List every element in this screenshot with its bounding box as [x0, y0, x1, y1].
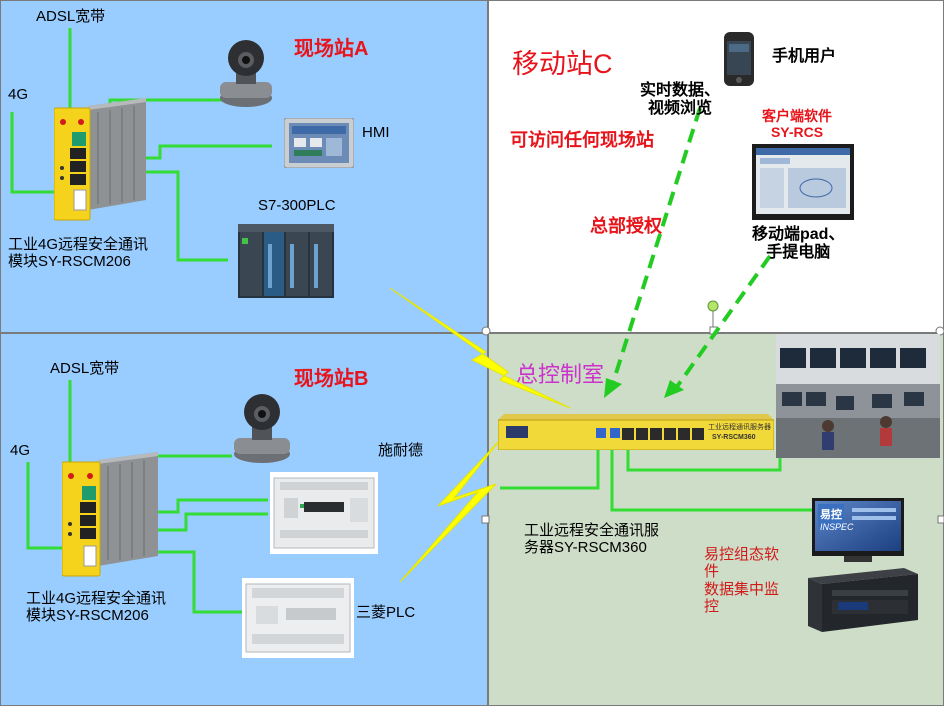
client-software-line2: SY-RCS: [770, 124, 824, 141]
station-a-title: 现场站A: [294, 38, 369, 60]
server-label-line2: 务器SY-RSCM360: [524, 539, 647, 557]
adsl-label-a: ADSL宽带: [36, 8, 106, 25]
hmi-label: HMI: [362, 124, 390, 141]
module-b-label-line2: 模块SY-RSCM206: [26, 607, 149, 625]
station-b-title: 现场站B: [294, 368, 369, 390]
module-b-label: 工业4G远程安全通讯 模块SY-RSCM206: [26, 590, 166, 625]
4g-label-a: 4G: [8, 86, 29, 103]
software-label-line1: 易控组态软: [704, 546, 780, 563]
server-model-text: SY-RSCM360: [712, 434, 756, 441]
pad-laptop-line1: 移动端pad、: [752, 226, 845, 243]
client-software-screen: [752, 144, 854, 220]
server-label-line1: 工业远程安全通讯服: [524, 522, 660, 539]
schneider-plc: [270, 472, 378, 554]
realtime-label-line1: 实时数据、: [640, 82, 721, 99]
client-software-label: 客户端软件 SY-RCS: [762, 108, 832, 140]
software-label: 易控组态软 件 数据集中监 控: [704, 546, 779, 615]
adsl-label-b: ADSL宽带: [50, 360, 120, 377]
hmi-panel: [283, 117, 355, 169]
schneider-label: 施耐德: [378, 442, 424, 459]
access-any-station-label: 可访问任何现场站: [510, 130, 654, 150]
phone-user-label: 手机用户: [772, 48, 837, 65]
smartphone-icon: [724, 32, 754, 86]
client-software-line1: 客户端软件: [762, 108, 832, 124]
inspec-logo-bottom: INSPEC: [820, 522, 854, 532]
control-room-photo: [776, 334, 940, 458]
pad-laptop-line2: 手提电脑: [766, 244, 831, 262]
mobile-station-title: 移动站C: [512, 49, 613, 79]
rack-server: [808, 568, 918, 632]
s7-300-plc: [238, 224, 334, 298]
s7-plc-label: S7-300PLC: [258, 197, 336, 214]
software-label-line3: 数据集中监: [704, 580, 780, 598]
4g-module-a: [53, 92, 146, 222]
mitsubishi-plc: [242, 578, 354, 658]
server-brand-text: 工业远程通讯服务器: [708, 424, 771, 431]
ip-camera-a: [218, 38, 274, 108]
module-b-label-line1: 工业4G远程安全通讯: [26, 590, 167, 607]
mitsubishi-label: 三菱PLC: [356, 604, 416, 621]
communication-server: 工业远程通讯服务器 SY-RSCM360: [497, 414, 775, 451]
server-label: 工业远程安全通讯服 务器SY-RSCM360: [524, 522, 659, 557]
realtime-label: 实时数据、 视频浏览: [640, 82, 720, 119]
inspec-logo-top: 易控: [820, 509, 842, 521]
inspec-monitor: 易控 INSPEC: [812, 498, 904, 562]
4g-module-b: [61, 446, 158, 578]
software-label-line2: 件: [704, 563, 720, 581]
realtime-label-line2: 视频浏览: [648, 100, 713, 118]
ip-camera-b: [230, 392, 292, 464]
hq-auth-label: 总部授权: [590, 216, 662, 236]
4g-label-b: 4G: [10, 442, 31, 459]
module-a-label: 工业4G远程安全通讯 模块SY-RSCM206: [8, 236, 148, 271]
pad-laptop-label: 移动端pad、 手提电脑: [752, 226, 844, 263]
module-a-label-line1: 工业4G远程安全通讯: [8, 236, 149, 253]
module-a-label-line2: 模块SY-RSCM206: [8, 253, 131, 271]
software-label-line4: 控: [704, 597, 720, 615]
control-room-title: 总控制室: [516, 362, 605, 387]
